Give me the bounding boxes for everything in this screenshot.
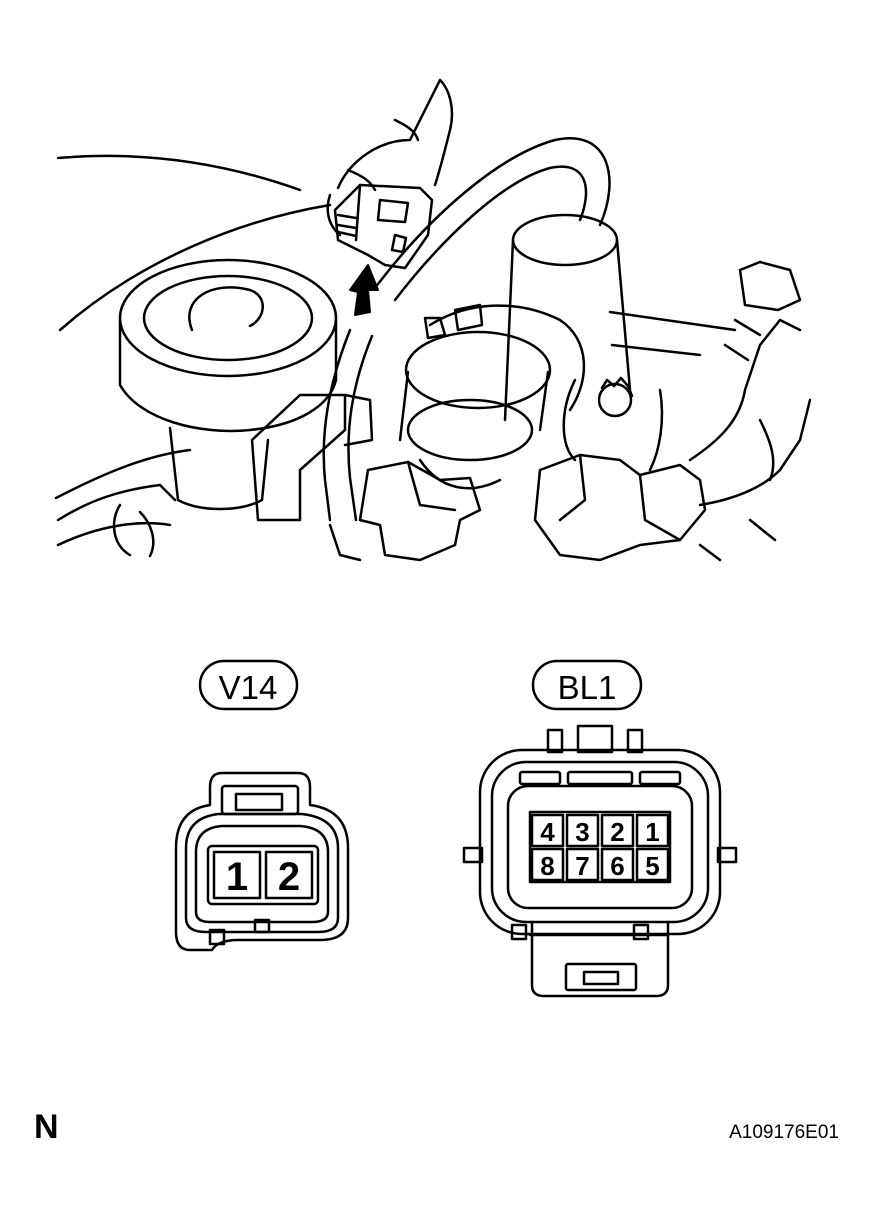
connector-bl1-pin-1	[635, 813, 670, 848]
connector-v14-tag	[198, 659, 299, 711]
connector-bl1-pin-4-label: 4	[540, 817, 555, 847]
cylinder-component	[398, 213, 632, 490]
connector-bl1	[462, 659, 738, 998]
connector-bl1-pin-6	[600, 847, 635, 882]
connector-bl1-pin-2-label: 2	[610, 817, 624, 847]
connector-v14	[174, 659, 350, 952]
connector-bl1-pin-5-label: 5	[645, 851, 659, 881]
connector-v14-pin-2-label: 2	[278, 855, 300, 899]
hose	[322, 137, 611, 522]
connector-bl1-pin-7	[565, 847, 600, 882]
connector-bl1-pin-7-label: 7	[575, 851, 589, 881]
connector-bl1-housing	[478, 748, 722, 936]
connector-bl1-label: BL1	[558, 669, 617, 706]
right-harness	[533, 260, 812, 562]
engine-bay-illustration	[54, 78, 812, 562]
connector-bl1-pin-4	[530, 813, 565, 848]
connector-v14-housing	[174, 771, 350, 952]
insertion-arrow-icon	[349, 264, 379, 316]
connector-v14-pin-1	[212, 850, 262, 900]
connector-bl1-pin-1-label: 1	[645, 817, 659, 847]
connector-bl1-pin-6-label: 6	[610, 851, 624, 881]
connector-bl1-pin-8-label: 8	[540, 851, 554, 881]
connector-bl1-pin-2	[600, 813, 635, 848]
connector-v14-pin-2	[264, 850, 314, 900]
bolt-fitting	[562, 376, 664, 472]
connector-bl1-tag	[531, 659, 643, 711]
hand-holding-connector	[326, 78, 454, 270]
connector-bl1-pin-3-label: 3	[575, 817, 589, 847]
connector-bl1-pin-5	[635, 847, 670, 882]
connector-v14-pin-1-label: 1	[226, 855, 248, 899]
bracket	[250, 393, 374, 522]
figure-id: A109176E01	[729, 1122, 839, 1143]
lower-clamp	[328, 460, 482, 562]
reservoir-cap	[56, 258, 338, 558]
connector-bl1-pin-8	[530, 847, 565, 882]
connector-v14-label: V14	[219, 669, 278, 706]
orientation-mark: N	[34, 1108, 59, 1146]
connector-bl1-pin-3	[565, 813, 600, 848]
